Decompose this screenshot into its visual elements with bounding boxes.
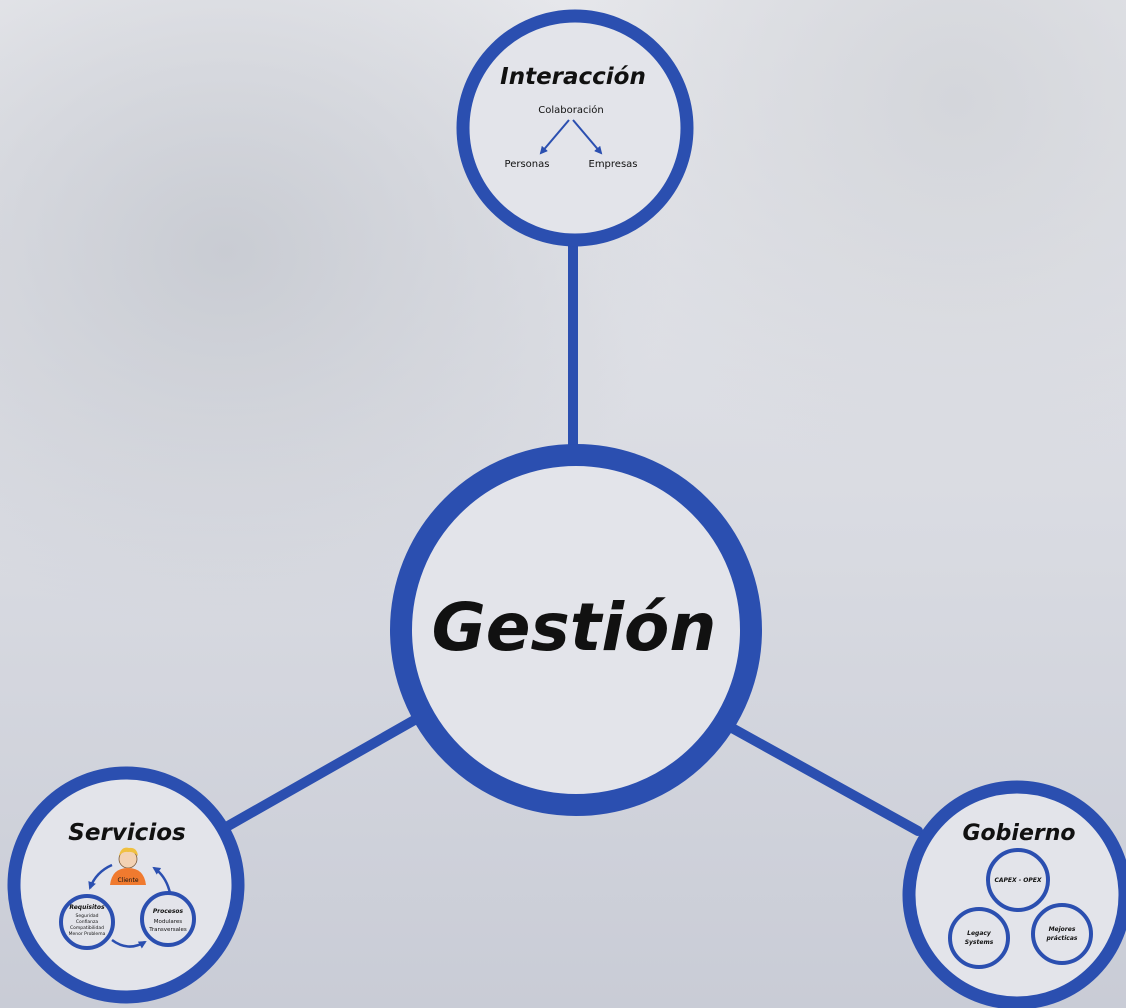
procesos-title: Procesos xyxy=(153,908,184,915)
capex-opex-label: CAPEX - OPEX xyxy=(994,877,1041,884)
requisitos-line-2: Confianza xyxy=(76,919,99,925)
cycle-arrow-bottom xyxy=(111,938,147,949)
interaccion-personas: Personas xyxy=(505,159,550,170)
interaccion-title: Interacción xyxy=(500,64,646,90)
requisitos-line-1: Seguridad xyxy=(76,913,99,919)
legacy-systems-circle xyxy=(948,907,1010,969)
center-node: Gestión xyxy=(390,444,762,816)
gobierno-title: Gobierno xyxy=(962,821,1075,846)
arrow-to-empresas xyxy=(572,119,603,155)
requisitos-title: Requisitos xyxy=(69,904,105,911)
procesos-circle xyxy=(140,891,196,947)
arrow-to-personas xyxy=(539,119,570,155)
interaccion-root: Colaboración xyxy=(538,104,603,116)
requisitos-circle xyxy=(59,894,115,950)
procesos-line-1: Modulares xyxy=(154,919,183,925)
cycle-arrow-top-left xyxy=(88,863,113,890)
procesos-line-2: Transversales xyxy=(148,927,187,933)
mejores-line-1: Mejores xyxy=(1049,926,1076,933)
mejores-practicas-circle xyxy=(1031,903,1093,965)
interaccion-node: Interacción Colaboración Personas Empres… xyxy=(456,9,694,247)
servicios-title: Servicios xyxy=(68,820,185,846)
cliente-label: Cliente xyxy=(117,877,138,884)
cycle-arrow-right xyxy=(152,866,172,894)
servicios-node: Servicios Cliente Requisitos Seguridad C… xyxy=(7,766,245,1004)
capex-opex-circle xyxy=(986,848,1050,912)
cliente-person-icon xyxy=(110,847,146,885)
requisitos-line-4: Menor Problema xyxy=(69,931,106,937)
legacy-line-1: Legacy xyxy=(967,930,992,937)
gobierno-node: Gobierno CAPEX - OPEX Legacy Systems Mej… xyxy=(902,780,1126,1008)
requisitos-line-3: Compatibilidad xyxy=(70,925,104,931)
connector-left xyxy=(223,713,423,831)
mejores-line-2: prácticas xyxy=(1046,935,1078,942)
interaccion-empresas: Empresas xyxy=(589,159,638,170)
legacy-line-2: Systems xyxy=(965,939,994,946)
center-title: Gestión xyxy=(432,589,717,666)
connector-right xyxy=(727,723,923,836)
